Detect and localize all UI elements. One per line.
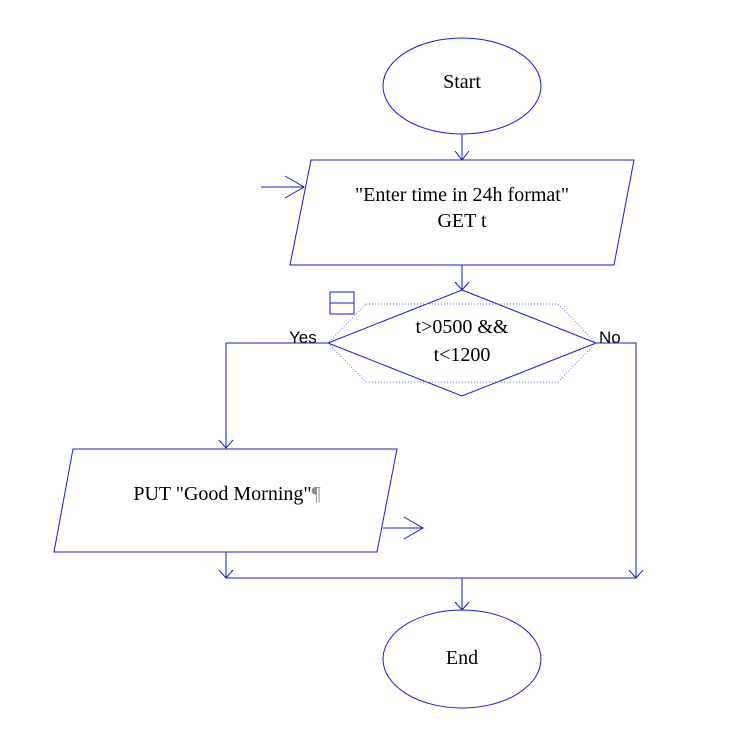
input-prompt-text: "Enter time in 24h format" xyxy=(355,184,569,206)
decision-node[interactable]: t>0500 && t<1200 xyxy=(326,289,598,397)
no-branch-label: No xyxy=(599,328,621,347)
output-parallelogram xyxy=(53,448,398,553)
output-exit-arrow-icon xyxy=(383,516,424,540)
start-node[interactable]: Start xyxy=(382,37,542,135)
output-text: PUT "Good Morning"¶ xyxy=(133,483,320,505)
end-label: End xyxy=(446,647,478,669)
connector-yes-to-output xyxy=(218,342,328,449)
decision-diamond xyxy=(326,289,598,397)
loop-entry-arrow-icon xyxy=(261,175,305,199)
connector-no-to-merge xyxy=(596,342,644,579)
decision-condition-line1: t>0500 && xyxy=(416,316,509,338)
connector-input-to-decision xyxy=(454,265,470,291)
decision-condition-line2: t<1200 xyxy=(434,344,491,366)
decision-inner-box xyxy=(327,303,597,383)
yes-branch-label: Yes xyxy=(289,328,317,347)
input-node[interactable]: "Enter time in 24h format" GET t xyxy=(289,159,635,266)
end-oval xyxy=(382,609,542,709)
pilcrow-mark: ¶ xyxy=(312,483,321,505)
input-parallelogram xyxy=(289,159,635,266)
connector-merge-to-end xyxy=(454,578,470,611)
output-label: PUT "Good Morning" xyxy=(133,483,311,505)
collapse-box-icon[interactable] xyxy=(329,291,355,315)
connector-output-to-merge xyxy=(218,552,234,579)
output-node[interactable]: PUT "Good Morning"¶ xyxy=(53,448,398,553)
start-label: Start xyxy=(443,71,481,93)
input-get-text: GET t xyxy=(437,210,487,232)
connector-start-to-input xyxy=(454,134,470,161)
end-node[interactable]: End xyxy=(382,609,542,709)
